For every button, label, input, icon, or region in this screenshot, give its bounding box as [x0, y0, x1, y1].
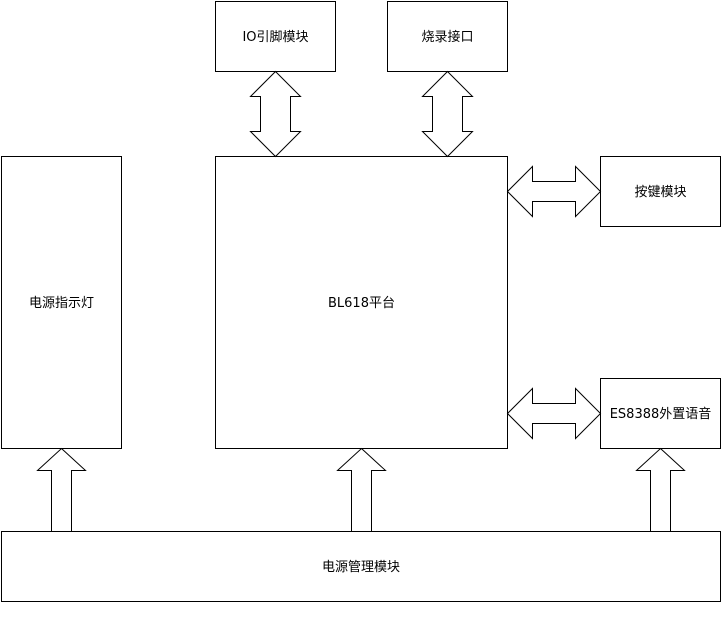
arrow-platform-audio	[506, 387, 602, 440]
block-bl618-platform: BL618平台	[215, 156, 508, 449]
block-io-module-label: IO引脚模块	[242, 29, 308, 45]
arrow-power-to-led	[36, 447, 87, 532]
block-power-management-label: 电源管理模块	[322, 560, 400, 575]
block-es8388-audio-label: ES8388外置语音	[610, 406, 712, 422]
arrow-io-platform	[249, 70, 302, 158]
arrow-burn-platform	[421, 70, 474, 158]
block-io-module: IO引脚模块	[215, 1, 336, 72]
block-power-led: 电源指示灯	[1, 156, 122, 449]
block-key-module: 按键模块	[600, 156, 721, 227]
block-bl618-platform-label: BL618平台	[328, 296, 395, 311]
block-power-management: 电源管理模块	[1, 531, 721, 602]
block-power-led-label: 电源指示灯	[29, 296, 94, 311]
block-es8388-audio: ES8388外置语音	[600, 378, 721, 449]
arrow-platform-keys	[506, 165, 602, 218]
block-burn-interface: 烧录接口	[387, 1, 508, 72]
block-key-module-label: 按键模块	[634, 185, 686, 200]
arrow-power-to-platform	[336, 447, 387, 532]
block-burn-interface-label: 烧录接口	[421, 29, 473, 45]
arrow-power-to-audio	[635, 447, 686, 532]
